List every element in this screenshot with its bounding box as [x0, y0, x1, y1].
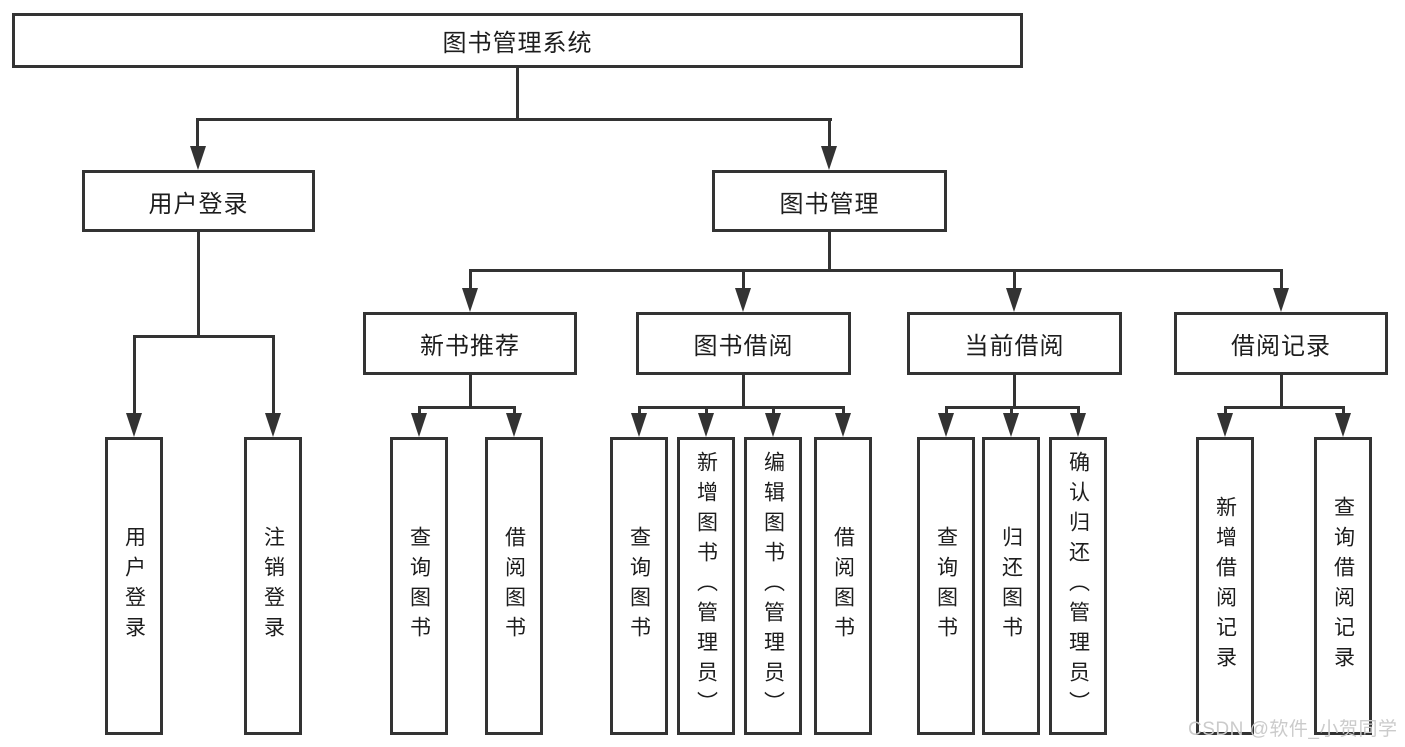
connector-stem: [469, 375, 472, 409]
connector-drop: [1010, 406, 1013, 416]
node-label: 查询图书: [407, 526, 431, 646]
node-label: 用户登录: [122, 526, 146, 646]
arrow-down-icon: [765, 413, 781, 437]
node-library-management-system: 图书管理系统: [12, 13, 1023, 68]
node-leaf-edit-books-admin: 编辑图书（管理员）: [744, 437, 802, 735]
node-label: 查询图书: [934, 526, 958, 646]
connector-drop: [945, 406, 948, 416]
node-current-borrowing: 当前借阅: [907, 312, 1122, 375]
connector-drop: [1077, 406, 1080, 416]
connector-drop: [1013, 269, 1016, 291]
connector-drop: [742, 269, 745, 291]
node-new-book-recommend: 新书推荐: [363, 312, 577, 375]
arrow-down-icon: [631, 413, 647, 437]
connector-drop: [1224, 406, 1227, 416]
connector-stem: [1280, 375, 1283, 409]
node-leaf-add-books-admin: 新增图书（管理员）: [677, 437, 735, 735]
connector-drop: [133, 335, 136, 415]
node-leaf-query-borrow-record: 查询借阅记录: [1314, 437, 1372, 735]
connector-drop: [1280, 269, 1283, 291]
connector-drop: [196, 118, 199, 150]
node-label: 借阅图书: [831, 526, 855, 646]
connector-drop: [1342, 406, 1345, 416]
arrow-down-icon: [1217, 413, 1233, 437]
connector-stem: [197, 232, 200, 338]
node-label: 编辑图书（管理员）: [761, 451, 785, 721]
connector-stem: [516, 68, 519, 121]
node-leaf-current-query-books: 查询图书: [917, 437, 975, 735]
arrow-down-icon: [1273, 288, 1289, 312]
connector-drop: [828, 118, 831, 150]
connector-bus: [638, 406, 844, 409]
arrow-down-icon: [265, 413, 281, 437]
node-label: 借阅记录: [1231, 333, 1331, 360]
connector-bus: [418, 406, 515, 409]
arrow-down-icon: [126, 413, 142, 437]
node-label: 图书管理: [779, 190, 880, 218]
csdn-watermark: CSDN @软件_小贺同学: [1188, 719, 1398, 740]
connector-drop: [272, 335, 275, 415]
connector-stem: [828, 232, 831, 272]
node-leaf-confirm-return-admin: 确认归还（管理员）: [1049, 437, 1107, 735]
arrow-down-icon: [1003, 413, 1019, 437]
connector-bus: [133, 335, 274, 338]
node-leaf-recommend-borrow-books: 借阅图书: [485, 437, 543, 735]
connector-drop: [705, 406, 708, 416]
arrow-down-icon: [1006, 288, 1022, 312]
node-leaf-borrowing-query-books: 查询图书: [610, 437, 668, 735]
node-label: 图书借阅: [693, 333, 794, 360]
arrow-down-icon: [1070, 413, 1086, 437]
connector-bus: [1224, 406, 1344, 409]
node-label: 归还图书: [999, 526, 1023, 646]
node-label: 用户登录: [148, 190, 249, 218]
arrow-down-icon: [190, 146, 206, 170]
arrow-down-icon: [1335, 413, 1351, 437]
arrow-down-icon: [411, 413, 427, 437]
node-label: 查询图书: [627, 526, 651, 646]
node-label: 图书管理系统: [442, 30, 593, 57]
node-label: 新增图书（管理员）: [694, 451, 718, 721]
node-leaf-return-books: 归还图书: [982, 437, 1040, 735]
arrow-down-icon: [821, 146, 837, 170]
connector-bus: [197, 118, 832, 121]
connector-stem: [742, 375, 745, 409]
node-label: 新书推荐: [420, 333, 520, 360]
connector-drop: [638, 406, 641, 416]
arrow-down-icon: [938, 413, 954, 437]
node-label: 当前借阅: [964, 333, 1065, 360]
node-label: 查询借阅记录: [1331, 496, 1355, 676]
node-leaf-logout: 注销登录: [244, 437, 302, 735]
arrow-down-icon: [698, 413, 714, 437]
node-leaf-user-login: 用户登录: [105, 437, 163, 735]
node-label: 确认归还（管理员）: [1066, 451, 1090, 721]
node-leaf-recommend-query-books: 查询图书: [390, 437, 448, 735]
node-label: 注销登录: [261, 526, 285, 646]
arrow-down-icon: [462, 288, 478, 312]
node-book-management: 图书管理: [712, 170, 947, 232]
node-label: 新增借阅记录: [1213, 496, 1237, 676]
node-leaf-add-borrow-record: 新增借阅记录: [1196, 437, 1254, 735]
node-user-login: 用户登录: [82, 170, 315, 232]
arrow-down-icon: [506, 413, 522, 437]
node-book-borrowing: 图书借阅: [636, 312, 851, 375]
node-leaf-borrowing-borrow-books: 借阅图书: [814, 437, 872, 735]
connector-drop: [772, 406, 775, 416]
connector-drop: [469, 269, 472, 291]
arrow-down-icon: [835, 413, 851, 437]
node-borrowing-records: 借阅记录: [1174, 312, 1388, 375]
node-label: 借阅图书: [502, 526, 526, 646]
arrow-down-icon: [735, 288, 751, 312]
connector-bus: [470, 269, 1282, 272]
connector-drop: [842, 406, 845, 416]
connector-stem: [1013, 375, 1016, 409]
connector-drop: [513, 406, 516, 416]
connector-drop: [418, 406, 421, 416]
